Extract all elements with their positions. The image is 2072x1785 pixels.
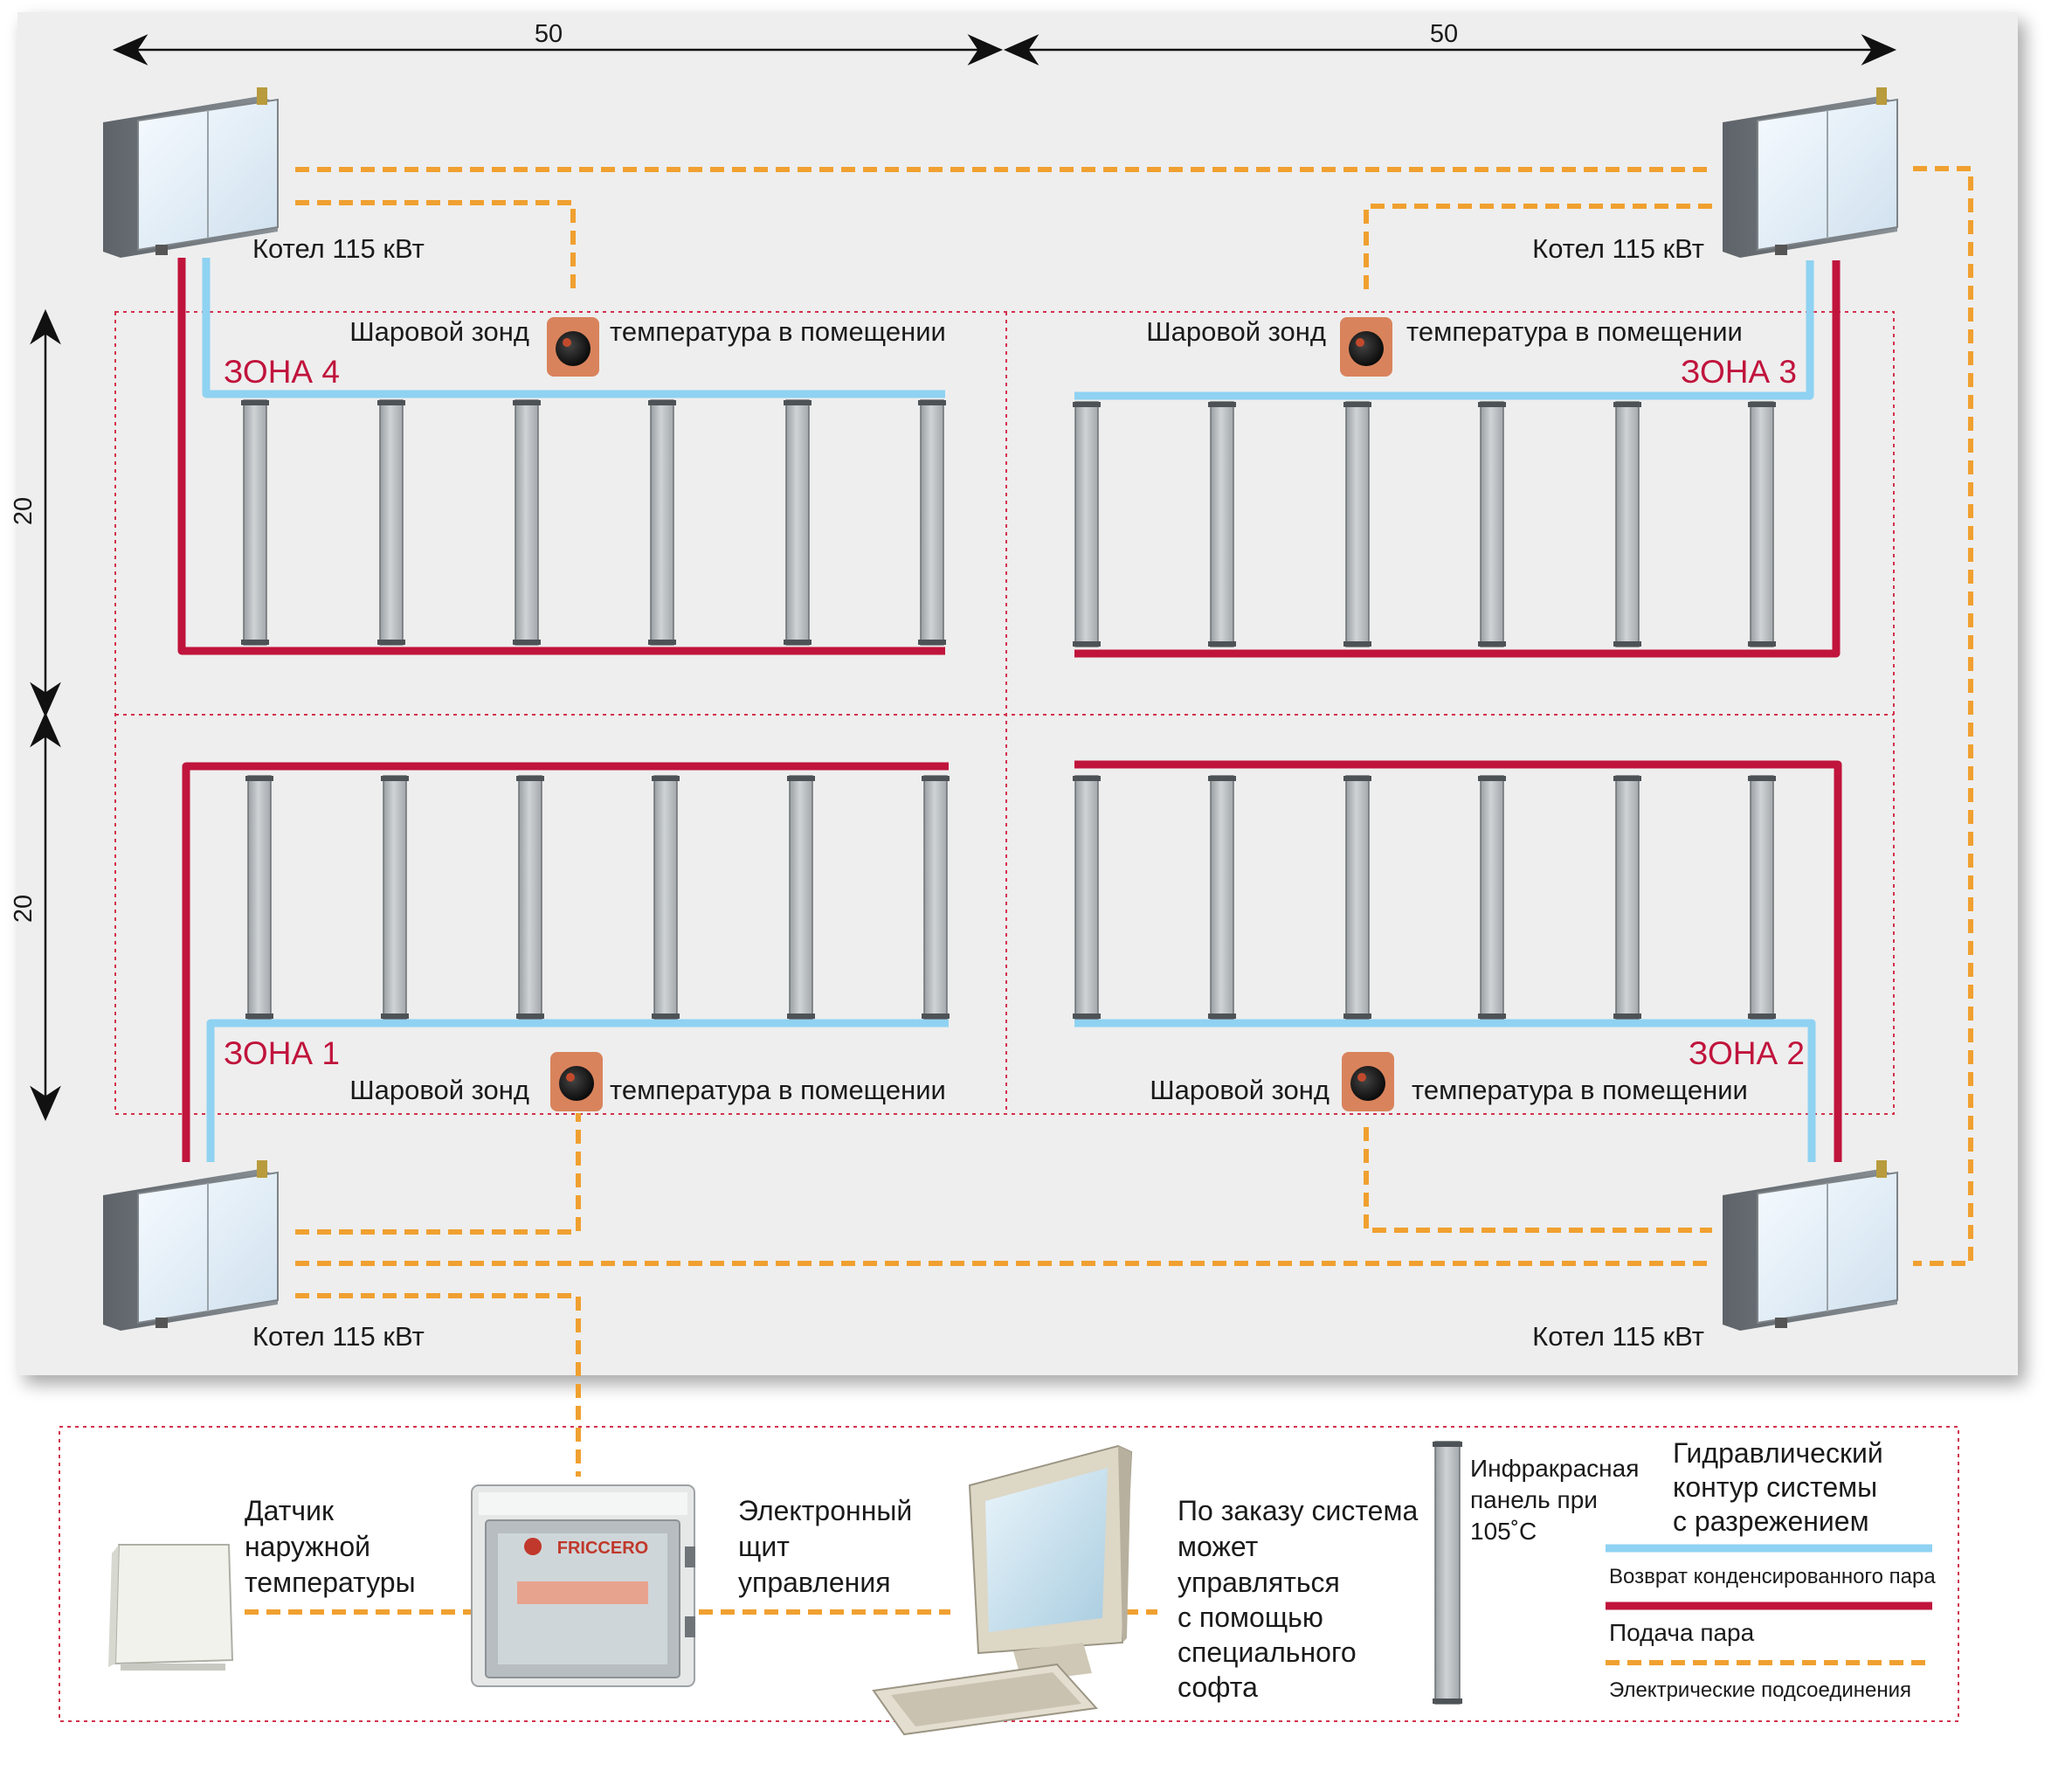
ir-panel xyxy=(1208,775,1236,1020)
boiler-icon xyxy=(1723,87,1898,258)
sensor-text-3: температуры xyxy=(245,1567,416,1598)
probe-label-zone-1: Шаровой зонд xyxy=(349,1075,529,1105)
ir-panel xyxy=(241,399,269,646)
legend-ir-text-3: 105˚С xyxy=(1470,1518,1537,1545)
ir-panel xyxy=(787,775,815,1020)
boiler-label-top-left: Котел 115 кВт xyxy=(252,233,425,264)
boiler-icon xyxy=(1723,1160,1898,1331)
dimension-top-left: 50 xyxy=(535,20,563,48)
ir-panel xyxy=(1073,775,1101,1020)
computer-text-6: софта xyxy=(1178,1671,1258,1703)
legend-ir-text-1: Инфракрасная xyxy=(1470,1455,1639,1482)
ir-panel xyxy=(245,775,273,1020)
boiler-label-top-right: Котел 115 кВт xyxy=(1532,233,1704,264)
floor-plan-background xyxy=(17,12,2018,1375)
legend-hydraulic-text-1: Гидравлический xyxy=(1673,1437,1883,1469)
computer-text-4: с помощью xyxy=(1178,1602,1323,1633)
condensate-return-pipes xyxy=(202,258,1816,1162)
ir-panel xyxy=(918,399,946,646)
temp-label-zone-1: температура в помещении xyxy=(610,1075,946,1105)
ir-panel xyxy=(1073,401,1101,647)
legend-hydraulic-text-3: с разрежением xyxy=(1673,1505,1869,1537)
panel-text-2: щит xyxy=(738,1531,790,1562)
legend-electrical-label: Электрические подсоединения xyxy=(1609,1678,1911,1702)
probe-label-zone-2: Шаровой зонд xyxy=(1150,1075,1330,1105)
outdoor-sensor-icon xyxy=(108,1544,234,1671)
boiler-label-bottom-left: Котел 115 кВт xyxy=(252,1321,425,1352)
ir-panel xyxy=(648,399,676,646)
legend-ir-text-2: панель при xyxy=(1470,1486,1598,1513)
boiler-icon xyxy=(103,87,279,258)
ir-panel xyxy=(1613,401,1641,647)
globe-probe-icon xyxy=(550,1052,603,1111)
zone-grid xyxy=(114,311,1895,1115)
legend-supply-label: Подача пара xyxy=(1609,1619,1755,1646)
control-section-frame xyxy=(59,1426,1959,1722)
electrical-connections xyxy=(245,166,1973,1615)
dimension-arrows xyxy=(30,34,1897,1122)
dimension-left-upper: 20 xyxy=(10,497,38,525)
panel-text-3: управления xyxy=(738,1567,891,1598)
ir-panel xyxy=(516,775,544,1020)
computer-text-2: может xyxy=(1178,1531,1259,1562)
control-panel-icon: FRICCERO xyxy=(471,1484,695,1687)
boiler-icon xyxy=(103,1160,279,1331)
probe-label-zone-4: Шаровой зонд xyxy=(349,316,529,347)
ir-panel xyxy=(1343,401,1371,647)
ir-panel xyxy=(377,399,405,646)
temp-label-zone-2: температура в помещении xyxy=(1412,1075,1748,1105)
zone-label-3: ЗОНА 3 xyxy=(1681,354,1797,390)
globe-probe-icon xyxy=(1340,317,1392,377)
steam-supply-pipes xyxy=(177,258,1842,1162)
ir-panel xyxy=(513,399,541,646)
ir-panel xyxy=(1613,775,1641,1020)
zone-label-1: ЗОНА 1 xyxy=(224,1035,340,1071)
computer-text-1: По заказу система xyxy=(1178,1495,1418,1526)
probe-label-zone-3: Шаровой зонд xyxy=(1146,316,1326,347)
computer-icon xyxy=(872,1444,1133,1736)
computer-text-3: управляться xyxy=(1178,1567,1340,1598)
ir-panel xyxy=(1748,401,1776,647)
computer-text-5: специального xyxy=(1178,1636,1357,1668)
globe-probe-icon xyxy=(547,317,599,377)
ir-panels xyxy=(241,399,1776,1020)
panel-text-1: Электронный xyxy=(738,1495,912,1526)
control-panel-brand: FRICCERO xyxy=(557,1539,648,1558)
legend-hydraulic-text-2: контур системы xyxy=(1673,1471,1877,1503)
ir-panel xyxy=(652,775,680,1020)
sensor-text-2: наружной xyxy=(245,1531,370,1562)
ir-panel xyxy=(1343,775,1371,1020)
zone-label-4: ЗОНА 4 xyxy=(224,354,340,390)
ir-panel xyxy=(1748,775,1776,1020)
temp-label-zone-4: температура в помещении xyxy=(610,316,946,347)
boiler-label-bottom-right: Котел 115 кВт xyxy=(1532,1321,1704,1352)
ir-panel xyxy=(381,775,409,1020)
sensor-text-1: Датчик xyxy=(245,1495,335,1526)
ir-panel-icon xyxy=(1433,1441,1462,1705)
ir-panel xyxy=(1478,775,1506,1020)
ir-panel xyxy=(922,775,950,1020)
dimension-top-right: 50 xyxy=(1430,20,1458,48)
dimension-left-lower: 20 xyxy=(10,895,38,923)
ir-panel xyxy=(1478,401,1506,647)
temp-label-zone-3: температура в помещении xyxy=(1406,316,1743,347)
ir-panel xyxy=(784,399,812,646)
legend-return-label: Возврат конденсированного пара xyxy=(1609,1565,1936,1588)
zone-label-2: ЗОНА 2 xyxy=(1689,1035,1805,1071)
globe-probe-icon xyxy=(1342,1052,1394,1111)
ir-panel xyxy=(1208,401,1236,647)
